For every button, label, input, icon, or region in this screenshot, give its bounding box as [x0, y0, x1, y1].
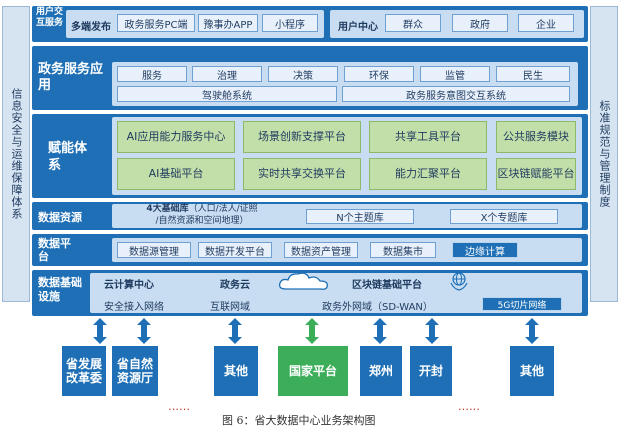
- user-center-label: 用户中心: [338, 22, 378, 33]
- endpoint-national-platform[interactable]: 国家平台: [278, 346, 348, 396]
- network-internet: 互联网域: [210, 302, 250, 313]
- system-intent-interaction[interactable]: 政务服务意图交互系统: [342, 86, 570, 102]
- ai-base-platform[interactable]: AI基础平台: [117, 158, 235, 190]
- topic-databases[interactable]: X个专题库: [450, 209, 558, 224]
- gov-cloud: 政务云: [220, 280, 250, 291]
- globe-shield-icon: [450, 272, 468, 291]
- double-arrow-icon: [373, 318, 387, 344]
- right-sidebar: 标准规范与管理制度: [590, 6, 618, 302]
- public-service-module[interactable]: 公共服务模块: [496, 121, 576, 153]
- cloud-computing-center: 云计算中心: [104, 280, 154, 291]
- endpoint-other-right[interactable]: 其他: [510, 346, 554, 396]
- cloud-icon: [278, 272, 328, 290]
- user-type-government[interactable]: 政府: [452, 14, 508, 32]
- network-secure-access: 安全接入网络: [104, 302, 164, 313]
- basic-db-line2: /自然资源和空间地理）: [155, 216, 249, 226]
- ai-app-capability-center[interactable]: AI应用能力服务中心: [117, 121, 235, 153]
- data-mart[interactable]: 数据集市: [370, 242, 436, 258]
- endpoint-ndrc[interactable]: 省发展改革委: [62, 346, 106, 396]
- endpoint-zhengzhou[interactable]: 郑州: [360, 346, 402, 396]
- edge-computing[interactable]: 边缘计算: [452, 242, 518, 258]
- data-source-management[interactable]: 数据源管理: [117, 242, 191, 258]
- app-governance[interactable]: 治理: [192, 66, 262, 82]
- basic-db-title: 4大基础库: [146, 204, 189, 214]
- app-decision[interactable]: 决策: [268, 66, 338, 82]
- user-type-enterprise[interactable]: 企业: [518, 14, 574, 32]
- user-type-public[interactable]: 群众: [385, 14, 441, 32]
- ellipsis: ……: [168, 400, 190, 413]
- shared-tools-platform[interactable]: 共享工具平台: [369, 121, 487, 153]
- theme-databases[interactable]: N个主题库: [306, 209, 414, 224]
- channel-pc[interactable]: 政务服务PC端: [117, 14, 195, 32]
- blockchain-base-platform: 区块链基础平台: [352, 280, 422, 291]
- app-livelihood[interactable]: 民生: [496, 66, 570, 82]
- data-development-platform[interactable]: 数据开发平台: [198, 242, 272, 258]
- double-arrow-icon: [525, 318, 539, 344]
- endpoint-natural-resources[interactable]: 省自然资源厅: [112, 346, 158, 396]
- double-arrow-icon: [137, 318, 151, 344]
- endpoint-other-left[interactable]: 其他: [214, 346, 258, 396]
- basic-databases[interactable]: 4大基础库（人口/法人/证照 /自然资源和空间地理）: [124, 203, 280, 228]
- channel-miniprogram[interactable]: 小程序: [262, 14, 318, 32]
- network-gov-extranet: 政务外网域（SD-WAN）: [322, 302, 433, 313]
- multi-publish-label: 多端发布: [71, 22, 111, 33]
- left-sidebar: 信息安全与运维保障体系: [2, 6, 30, 302]
- realtime-exchange-platform[interactable]: 实时共享交换平台: [243, 158, 361, 190]
- channel-app[interactable]: 豫事办APP: [198, 14, 258, 32]
- user-layer-label: 用户交互服务: [36, 7, 64, 28]
- app-service[interactable]: 服务: [117, 66, 187, 82]
- figure-caption: 图 6：省大数据中心业务架构图: [222, 414, 376, 427]
- blockchain-empower-platform[interactable]: 区块链赋能平台: [496, 158, 576, 190]
- endpoint-kaifeng[interactable]: 开封: [410, 346, 452, 396]
- app-supervision[interactable]: 监管: [420, 66, 490, 82]
- infra-label: 数据基础设施: [38, 276, 82, 303]
- system-cockpit[interactable]: 驾驶舱系统: [117, 86, 337, 102]
- empower-layer-label: 赋能体系: [48, 141, 88, 173]
- capability-aggregation-platform[interactable]: 能力汇聚平台: [369, 158, 487, 190]
- double-arrow-icon: [425, 318, 439, 344]
- app-layer-label: 政务服务应用: [38, 62, 104, 93]
- app-environment[interactable]: 环保: [344, 66, 414, 82]
- double-arrow-icon: [93, 318, 107, 344]
- data-asset-management[interactable]: 数据资产管理: [284, 242, 358, 258]
- network-5g-slice: 5G切片网络: [482, 297, 562, 311]
- basic-db-line1: （人口/法人/证照: [188, 204, 258, 214]
- double-arrow-icon: [228, 318, 242, 344]
- ellipsis: ……: [458, 400, 480, 413]
- data-resource-label: 数据资源: [38, 211, 82, 224]
- data-platform-label: 数据平台: [38, 237, 71, 263]
- scenario-innovation-platform[interactable]: 场景创新支撑平台: [243, 121, 361, 153]
- double-arrow-icon: [305, 318, 319, 344]
